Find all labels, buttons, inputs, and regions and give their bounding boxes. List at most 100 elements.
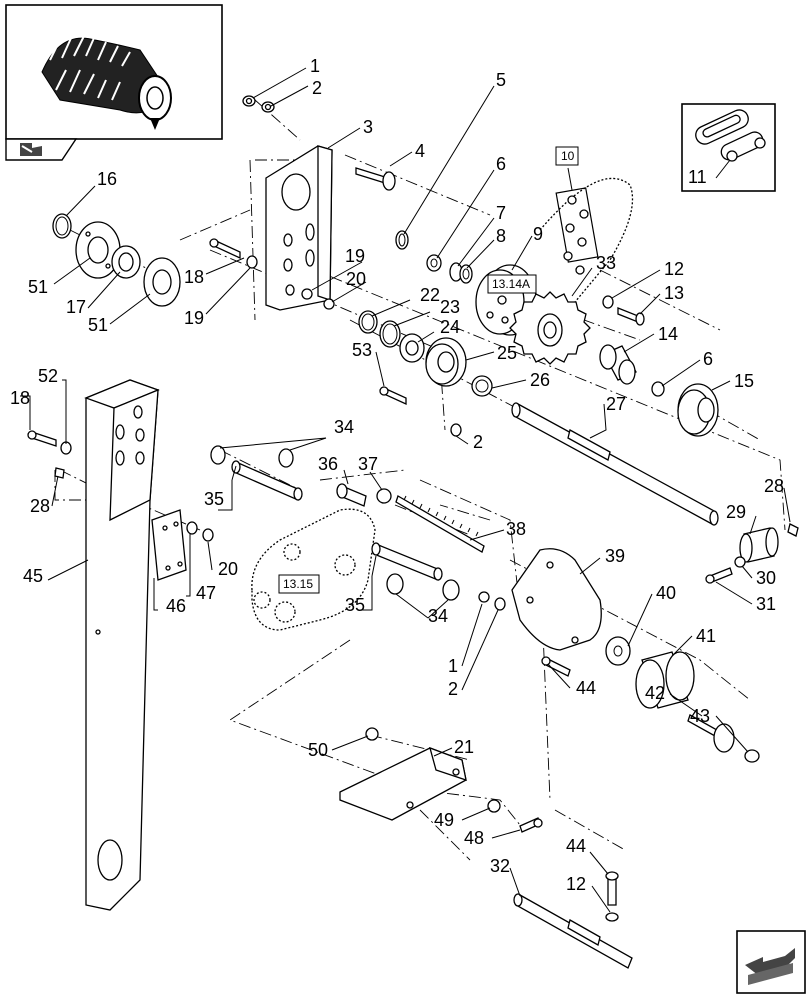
navigation-arrow-corner-icon[interactable] [5,138,78,161]
callout-51a[interactable]: 51 [28,277,48,297]
callout-8[interactable]: 8 [496,226,506,246]
part-33-sprocket[interactable] [509,291,591,365]
callout-6b[interactable]: 6 [703,349,713,369]
callout-21[interactable]: 21 [454,737,474,757]
part-16-snap-ring[interactable] [52,213,72,239]
part-51-flange-right[interactable] [143,257,181,307]
callout-35a[interactable]: 35 [204,489,224,509]
part-21-bracket[interactable] [339,746,467,821]
part-48-bolt[interactable] [519,817,543,833]
part-5-snap-ring[interactable] [395,230,409,250]
callout-50[interactable]: 50 [308,740,328,760]
callout-15[interactable]: 15 [734,371,754,391]
callout-37[interactable]: 37 [358,454,378,474]
part-15-bearing[interactable] [677,383,719,437]
part-28-fitting-left[interactable] [54,467,65,479]
callout-53[interactable]: 53 [352,340,372,360]
callout-20b[interactable]: 20 [218,559,238,579]
callout-18a[interactable]: 18 [184,267,204,287]
callout-30[interactable]: 30 [756,568,776,588]
part-2-washer-mid2[interactable] [494,597,506,611]
part-38-threaded-rod[interactable] [395,495,485,553]
part-35-pin-lower[interactable] [371,542,443,581]
part-42-axle[interactable] [687,714,735,753]
part-35-pin-upper[interactable] [231,460,303,501]
callout-51b[interactable]: 51 [88,315,108,335]
callout-47[interactable]: 47 [196,583,216,603]
callout-12b[interactable]: 12 [566,874,586,894]
callout-49[interactable]: 49 [434,810,454,830]
chain-link-box[interactable] [681,103,776,192]
part-28-fitting-right[interactable] [787,523,799,537]
part-34-snap-ring-c[interactable] [386,573,404,595]
plate-ref-box[interactable]: 13.15 [278,574,320,594]
part-26-washer[interactable] [471,375,493,397]
part-44-bolt-lower[interactable] [605,871,619,906]
part-6-washer[interactable] [426,254,442,272]
part-19-washer[interactable] [246,255,258,269]
callout-41[interactable]: 41 [696,626,716,646]
callout-36[interactable]: 36 [318,454,338,474]
part-37-nut[interactable] [376,488,392,504]
callout-24[interactable]: 24 [440,317,460,337]
callout-22[interactable]: 22 [420,285,440,305]
chain-ref-box[interactable]: 10 [555,146,579,166]
callout-25[interactable]: 25 [497,343,517,363]
callout-39[interactable]: 39 [605,546,625,566]
callout-52[interactable]: 52 [38,366,58,386]
part-19-washer-b[interactable] [301,288,313,300]
callout-34a[interactable]: 34 [334,417,354,437]
callout-43[interactable]: 43 [690,706,710,726]
callout-9[interactable]: 9 [533,224,543,244]
part-22-ring[interactable] [358,310,378,334]
part-44-bolt-mid[interactable] [541,656,571,677]
sprocket-ref-box[interactable]: 13.14A [487,274,537,294]
part-25-bearing-housing[interactable] [425,337,467,387]
callout-28a[interactable]: 28 [764,476,784,496]
callout-5[interactable]: 5 [496,70,506,90]
callout-17[interactable]: 17 [66,297,86,317]
callout-2[interactable]: 2 [312,78,322,98]
part-2-washer[interactable] [261,101,275,113]
part-17-bearing[interactable] [111,245,141,279]
callout-1b[interactable]: 1 [448,656,458,676]
callout-2c[interactable]: 2 [448,679,458,699]
navigation-arrow-icon[interactable] [736,930,806,994]
callout-34b[interactable]: 34 [428,606,448,626]
part-34-snap-ring-a[interactable] [210,445,226,465]
callout-4[interactable]: 4 [415,141,425,161]
callout-11[interactable]: 11 [688,167,707,187]
part-3-bracket-plate[interactable] [265,145,333,311]
part-45-column[interactable] [84,379,160,911]
callout-16[interactable]: 16 [97,169,117,189]
part-20-nut[interactable] [323,298,335,310]
callout-27[interactable]: 27 [606,394,626,414]
callout-46[interactable]: 46 [166,596,186,616]
part-39-tensioner-bracket[interactable] [511,548,602,651]
part-24-bearing[interactable] [399,333,425,363]
part-plate-13-15[interactable] [251,508,376,631]
callout-1[interactable]: 1 [310,56,320,76]
callout-20a[interactable]: 20 [346,269,366,289]
part-8-ring[interactable] [459,264,473,284]
callout-3[interactable]: 3 [363,117,373,137]
callout-42[interactable]: 42 [645,683,665,703]
part-53-bolt[interactable] [379,386,407,406]
part-chain[interactable] [539,177,634,321]
part-20-nut-lower[interactable] [202,528,214,542]
callout-32[interactable]: 32 [490,856,510,876]
part-4-bolt[interactable] [355,167,396,191]
part-49-washer[interactable] [487,799,501,813]
callout-13[interactable]: 13 [664,283,684,303]
part-46-plate[interactable] [151,509,187,581]
part-12-washer[interactable] [602,295,614,309]
callout-44b[interactable]: 44 [566,836,586,856]
part-1-nut-mid[interactable] [478,591,490,603]
part-32-shaft[interactable] [513,893,633,969]
part-31-bolt[interactable] [705,567,733,584]
callout-33[interactable]: 33 [596,253,616,273]
rotor-thumbnail-box[interactable] [5,4,223,140]
part-23-ring[interactable] [379,320,401,348]
part-36-fitting[interactable] [336,483,367,507]
part-13-bolt[interactable] [617,307,645,326]
